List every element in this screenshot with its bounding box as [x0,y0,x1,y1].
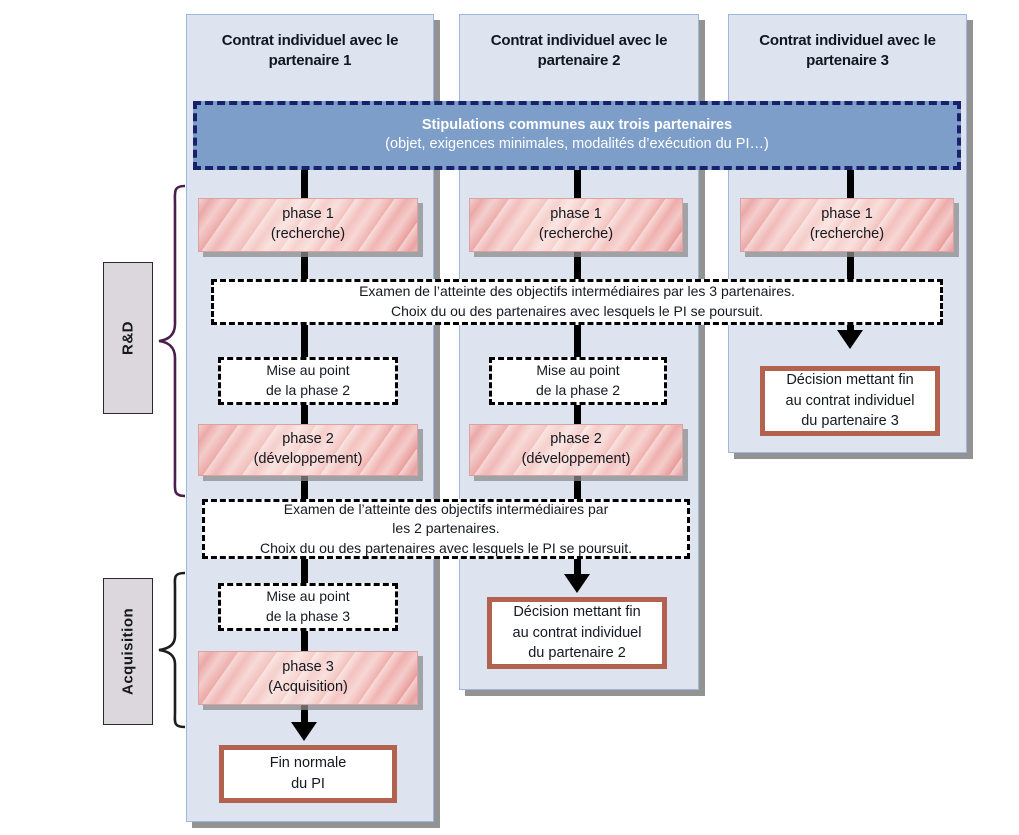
connector-c2-review1-to-mise2 [574,322,581,358]
brace-acquisition [158,571,186,729]
tuning-phase-2-partner-2: Mise au point de la phase 2 [489,357,667,405]
column-2-title: Contrat individuel avec le partenaire 2 [468,31,690,72]
connector-c1-phase1-to-review1 [301,250,308,282]
connector-c1-review2-to-mise3 [301,552,308,584]
column-1-title-line2: partenaire 1 [268,52,352,70]
connector-c1-phase3-to-final [301,702,308,726]
tuning-phase-3-partner-1-line1: Mise au point [266,588,350,605]
side-label-acquisition: Acquisition [103,578,153,725]
phase-1-partner-2: phase 1 (recherche) [469,198,683,252]
phase-1-partner-1-line2: (recherche) [270,226,346,242]
tuning-phase-2-partner-1-line1: Mise au point [266,362,350,379]
phase-2-partner-2: phase 2 (développement) [469,424,683,476]
review-2-line3: Choix du ou des partenaires avec lesquel… [260,539,632,556]
column-2-title-line2: partenaire 2 [537,52,621,70]
connector-c1-mise3-to-phase3 [301,628,308,654]
tuning-phase-3-partner-1: Mise au point de la phase 3 [218,583,398,631]
decision-partner-2-line1: Décision mettant fin [513,604,641,621]
phase-1-partner-3: phase 1 (recherche) [740,198,954,252]
column-3-title: Contrat individuel avec le partenaire 3 [737,31,958,72]
side-label-acquisition-text: Acquisition [119,607,137,696]
brace-rd [158,184,186,498]
connector-c1-phase2-to-review2 [301,472,308,504]
final-end-line1: Fin normale [269,755,347,772]
column-3-title-line2: partenaire 3 [806,52,889,70]
decision-partner-2-line2: au contrat individuel [512,624,642,641]
phase-2-partner-2-line2: (développement) [521,451,631,467]
decision-partner-3-line1: Décision mettant fin [786,372,914,389]
decision-end-contract-partner-2: Décision mettant fin au contrat individu… [487,597,667,669]
common-stipulations-banner: Stipulations communes aux trois partenai… [193,101,961,170]
tuning-phase-3-partner-1-line2: de la phase 3 [265,608,351,624]
column-2-title-line1: Contrat individuel avec le [490,32,668,49]
connector-c2-mise2-to-phase2 [574,402,581,428]
final-end-line2: du PI [291,776,325,792]
phase-3-partner-1-line1: phase 3 [282,659,334,676]
review-2-line2: les 2 partenaires. [392,520,500,537]
review-2-line1: Examen de l’atteinte des objectifs inter… [283,500,609,517]
phase-2-partner-1: phase 2 (développement) [198,424,418,476]
final-normal-end-box: Fin normale du PI [219,745,397,803]
phase-1-partner-2-line2: (recherche) [538,226,614,242]
connector-c2-review2-to-decision [574,556,581,578]
phase-1-partner-3-line2: (recherche) [809,226,885,242]
decision-end-contract-partner-3: Décision mettant fin au contrat individu… [760,366,940,436]
tuning-phase-2-partner-2-line2: de la phase 2 [535,382,621,398]
connector-c2-phase2-to-review2 [574,472,581,504]
phase-1-partner-3-line1: phase 1 [821,206,873,223]
connector-c1-banner-to-phase1 [301,166,308,202]
phase-3-partner-1: phase 3 (Acquisition) [198,651,418,705]
stipulations-subtitle: (objet, exigences minimales, modalités d… [385,136,769,153]
connector-c1-mise2-to-phase2 [301,402,308,428]
phase-1-partner-1-line1: phase 1 [282,206,334,223]
review-1-three-partners: Examen de l’atteinte des objectifs inter… [211,279,943,325]
column-1-title: Contrat individuel avec le partenaire 1 [195,31,425,72]
tuning-phase-2-partner-1-line2: de la phase 2 [265,382,351,398]
decision-partner-3-line2: au contrat individuel [785,392,915,409]
column-1-title-line1: Contrat individuel avec le [221,32,399,49]
phase-3-partner-1-line2: (Acquisition) [268,679,348,695]
connector-c2-banner-to-phase1 [574,166,581,202]
phase-2-partner-1-line2: (développement) [253,451,363,467]
review-1-line1: Examen de l’atteinte des objectifs inter… [359,283,795,300]
column-3-title-line1: Contrat individuel avec le [759,32,936,49]
tuning-phase-2-partner-2-line1: Mise au point [536,362,620,379]
connector-c3-banner-to-phase1 [847,166,854,202]
side-label-rd-text: R&D [119,321,137,355]
phase-1-partner-2-line1: phase 1 [550,206,602,223]
tuning-phase-2-partner-1: Mise au point de la phase 2 [218,357,398,405]
decision-partner-2-line3: du partenaire 2 [528,645,626,662]
review-1-line2: Choix du ou des partenaires avec lesquel… [391,303,763,319]
phase-1-partner-1: phase 1 (recherche) [198,198,418,252]
phase-2-partner-1-line1: phase 2 [282,431,334,448]
phase-2-partner-2-line1: phase 2 [550,431,602,448]
side-label-rd: R&D [103,262,153,414]
decision-partner-3-line3: du partenaire 3 [801,413,899,430]
connector-c2-phase1-to-review1 [574,250,581,282]
stipulations-title: Stipulations communes aux trois partenai… [421,117,733,134]
connector-c1-review1-to-mise2 [301,322,308,358]
review-2-two-partners: Examen de l’atteinte des objectifs inter… [202,499,690,559]
